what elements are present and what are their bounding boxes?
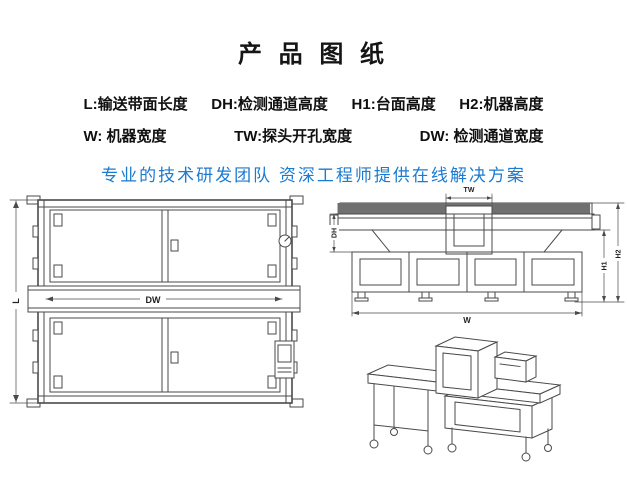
dim-label-h2: H2	[616, 249, 623, 258]
dim-label-h1: H1	[602, 261, 609, 270]
dim-label-dh: DH	[332, 228, 339, 238]
legend-row-1: L:输送带面长度 DH:检测通道高度 H1:台面高度 H2:机器高度	[84, 93, 544, 114]
dim-label-tw: TW	[464, 187, 475, 194]
front-view-drawing: TW DH H1 H2	[329, 187, 625, 325]
dim-label-dw: DW	[146, 295, 161, 305]
legend-item-channel-height: DH:检测通道高度	[211, 96, 328, 113]
legend-item-probe-width: TW:探头开孔宽度	[234, 128, 353, 145]
isometric-view-drawing	[366, 336, 562, 462]
legend-item-machine-height: H2:机器高度	[459, 96, 544, 113]
legend-row-2: W: 机器宽度 TW:探头开孔宽度 DW: 检测通道宽度	[84, 125, 544, 146]
page-title: 产 品 图 纸	[237, 41, 389, 68]
legend-item-table-height: H1:台面高度	[351, 96, 436, 113]
legend-item-machine-width: W: 机器宽度	[83, 128, 167, 145]
top-view-drawing: DW L	[9, 195, 304, 408]
legend-item-channel-width: DW: 检测通道宽度	[419, 128, 544, 145]
legend-item-belt-length: L:输送带面长度	[83, 96, 188, 113]
dim-label-l: L	[11, 298, 21, 304]
dim-label-w: W	[463, 316, 471, 325]
slogan-text: 专业的技术研发团队 资深工程师提供在线解决方案	[101, 166, 526, 185]
